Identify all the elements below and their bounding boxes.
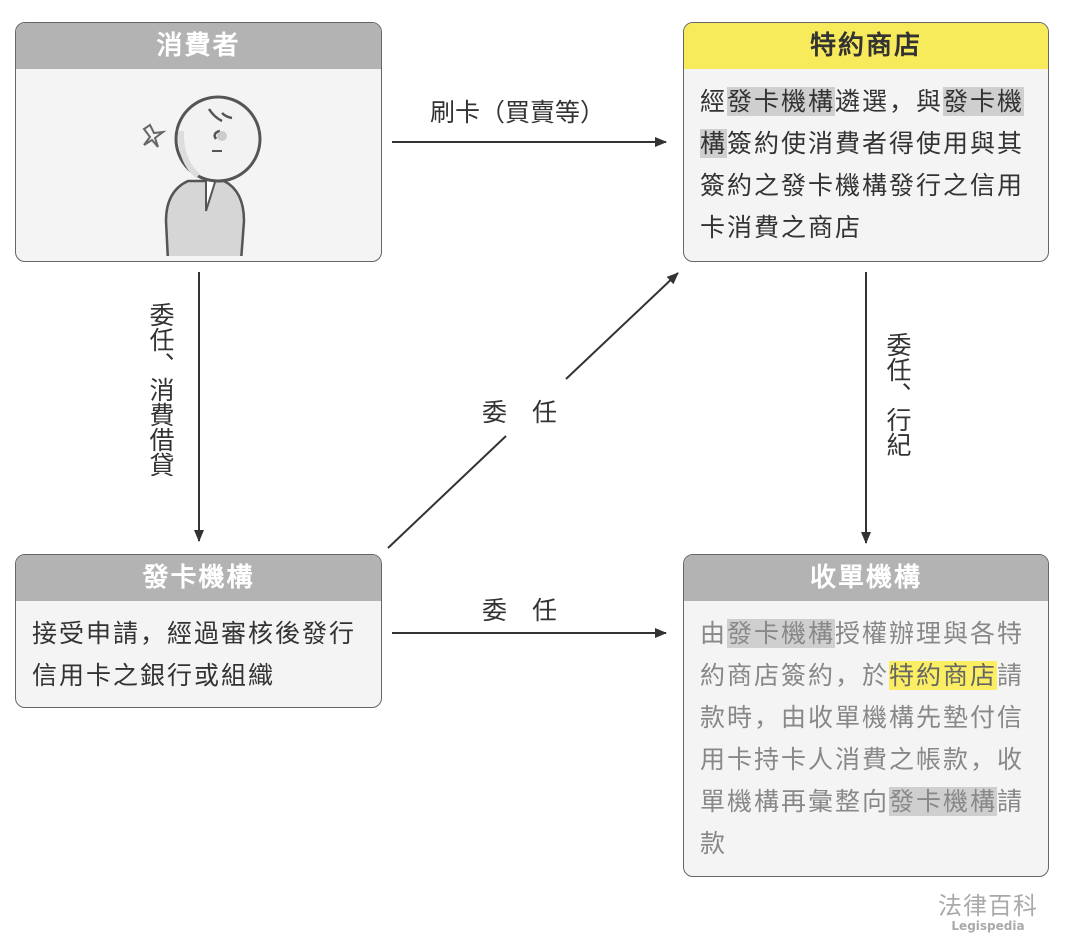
person-icon: [142, 95, 262, 256]
label-mandate-diagonal: 委 任: [482, 398, 558, 427]
label-mandate-commission: 委任、行紀: [883, 332, 912, 457]
watermark-zh: 法律百科: [938, 892, 1038, 920]
merchant-title: 特約商店: [684, 23, 1048, 69]
merchant-description: 經發卡機構遴選，與發卡機構簽約使消費者得使用與其簽約之發卡機構發行之信用卡消費之…: [684, 69, 1048, 249]
watermark-en: Legispedia: [951, 919, 1025, 933]
text-segment: 簽約使消費者得使用與其簽約之發卡機構發行之信用卡消費之商店: [700, 129, 1025, 242]
merchant-box: 特約商店 經發卡機構遴選，與發卡機構簽約使消費者得使用與其簽約之發卡機構發行之信…: [683, 22, 1049, 262]
acquirer-title: 收單機構: [684, 555, 1048, 601]
issuer-description: 接受申請，經過審核後發行信用卡之銀行或組織: [32, 619, 357, 690]
arrow-issuer-to-merchant-lower: [387, 435, 507, 549]
acquirer-description: 由發卡機構授權辦理與各特約商店簽約，於特約商店請款時，由收單機構先墊付信用卡持卡…: [684, 601, 1048, 865]
highlight-issuer: 發卡機構: [727, 619, 836, 648]
text-segment: 請款: [700, 787, 1025, 858]
text-segment: 遴選，與: [835, 87, 944, 116]
text-segment: 授權辦理與各特約商店簽約，於: [700, 619, 1025, 690]
label-mandate-loan: 委任、消費借貸: [146, 302, 175, 477]
text-segment: 由: [700, 619, 728, 648]
text-segment: 請款時，由收單機構先墊付信用卡持卡人消費之帳款，收單機構再彙整向: [700, 661, 1025, 816]
label-mandate-bottom: 委 任: [482, 596, 558, 625]
label-card-swipe: 刷卡（買賣等）: [430, 98, 606, 127]
acquirer-box: 收單機構 由發卡機構授權辦理與各特約商店簽約，於特約商店請款時，由收單機構先墊付…: [683, 554, 1049, 877]
highlight-issuer: 發卡機構: [889, 787, 998, 816]
issuer-title: 發卡機構: [16, 555, 381, 601]
text-segment: 經: [700, 87, 728, 116]
issuer-box: 發卡機構 接受申請，經過審核後發行信用卡之銀行或組織: [15, 554, 382, 708]
legispedia-watermark: 法律百科 Legispedia: [938, 886, 1038, 933]
arrow-issuer-to-merchant-upper: [565, 272, 679, 380]
highlight-merchant: 特約商店: [889, 661, 998, 690]
highlight-issuer: 發卡機構: [727, 87, 836, 116]
consumer-box: 消費者: [15, 22, 382, 262]
consumer-title: 消費者: [16, 23, 381, 69]
